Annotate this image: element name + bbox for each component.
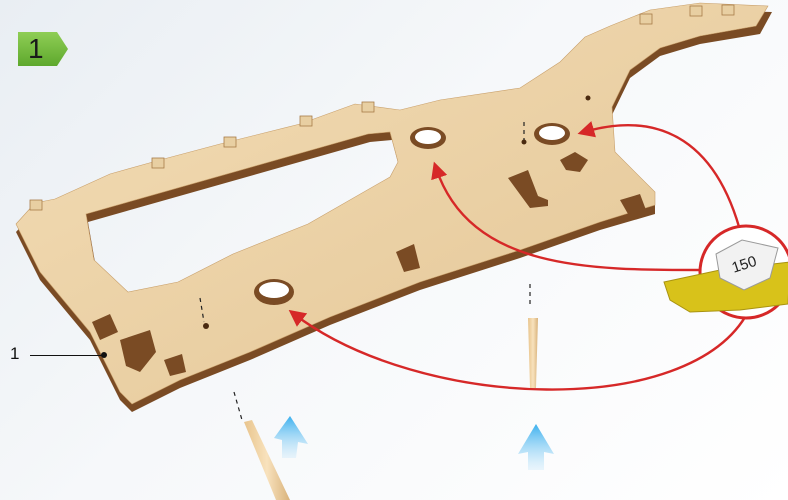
pin-hole bbox=[521, 139, 527, 145]
dowel-pin-icon bbox=[244, 420, 290, 500]
pin-hole bbox=[203, 323, 209, 329]
edge-tabs bbox=[29, 4, 735, 211]
guide-lines bbox=[199, 122, 531, 421]
pin-hole bbox=[585, 95, 591, 101]
blue-up-arrow-icon bbox=[274, 416, 308, 458]
sandpaper-icon: 150 bbox=[663, 239, 788, 313]
grit-label: 150 bbox=[730, 253, 759, 277]
dowel-pin-icon bbox=[528, 318, 538, 388]
slot-cutouts bbox=[92, 152, 646, 376]
hole-right-opening bbox=[539, 126, 565, 140]
step-number-badge: 1 bbox=[18, 32, 68, 66]
part-callout-label: 1 bbox=[10, 344, 20, 363]
part-callout-leader bbox=[30, 355, 104, 356]
blue-up-arrow-icon bbox=[518, 424, 554, 470]
part-callout-dot bbox=[101, 352, 107, 358]
hole-mid-opening bbox=[415, 130, 441, 144]
hole-left-opening bbox=[259, 282, 289, 298]
wood-panel-face bbox=[15, 2, 769, 405]
red-curved-arrow-icon bbox=[288, 121, 750, 391]
